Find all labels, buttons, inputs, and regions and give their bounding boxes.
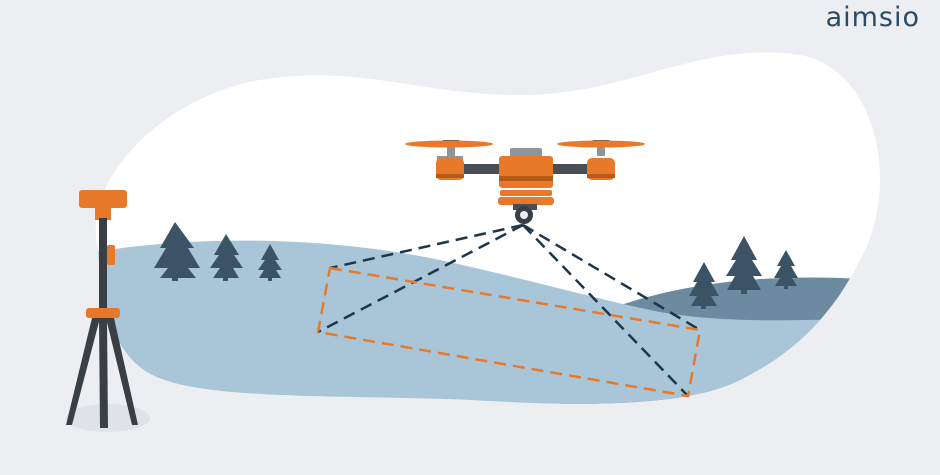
scan-area: [316, 266, 702, 398]
pine-tree-icon: [774, 250, 798, 289]
pine-tree-icon: [689, 262, 719, 309]
pine-tree-icon: [726, 236, 762, 294]
survey-tripod-icon: [66, 190, 150, 432]
aimsio-logo: aimsio: [825, 2, 920, 33]
pine-tree-icon: [154, 222, 200, 281]
pine-tree-icon: [210, 234, 243, 281]
drone-icon: [405, 140, 645, 224]
pine-tree-icon: [258, 244, 282, 281]
scan-lines: [317, 223, 701, 397]
front-hill: [95, 240, 880, 404]
